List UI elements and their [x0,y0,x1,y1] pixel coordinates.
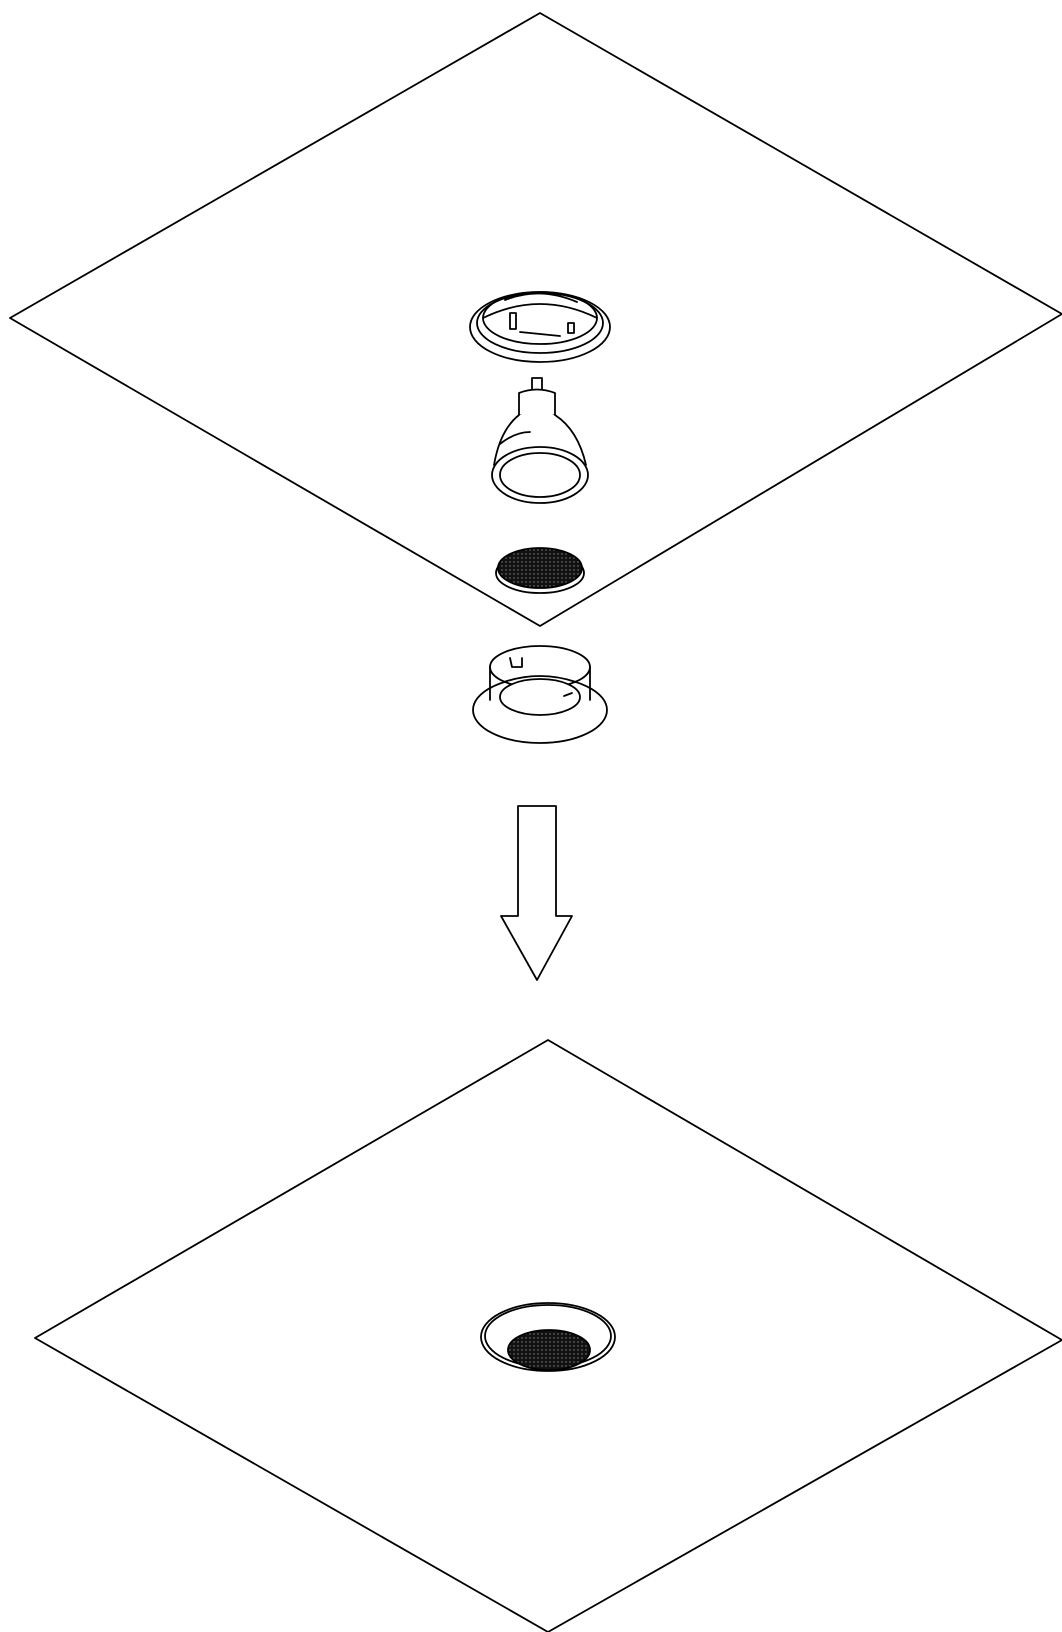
trim-ring [472,645,608,744]
spring-ring [469,291,611,363]
installed-downlight [480,1302,616,1372]
honeycomb-louvre [495,547,585,594]
gu10-lamp [491,377,589,504]
down-arrow [500,805,573,981]
